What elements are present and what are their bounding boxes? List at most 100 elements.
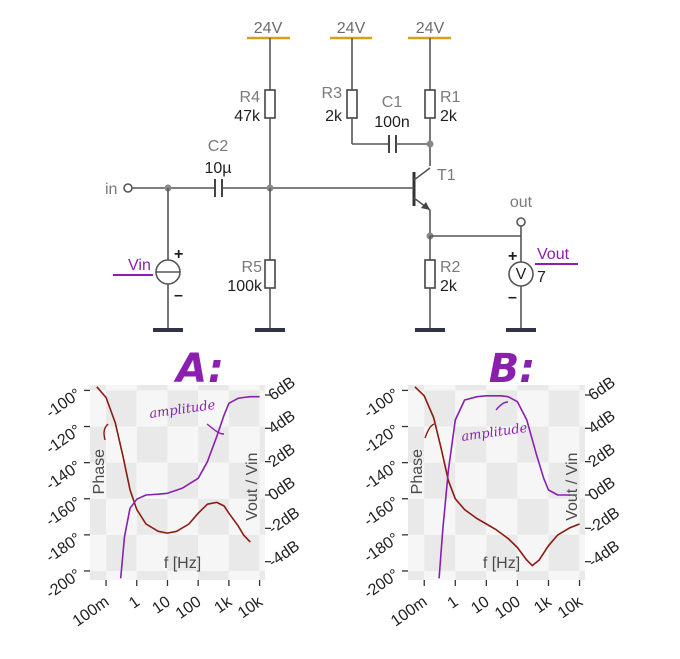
grid-cell — [90, 426, 107, 463]
capacitor-c1: C1 100n — [374, 94, 430, 153]
grid-cell — [259, 498, 265, 535]
x-tick-label: 10k — [235, 593, 267, 622]
grid-cell — [259, 385, 265, 391]
grid-cell — [548, 385, 580, 391]
output-port-label: out — [510, 194, 533, 211]
grid-cell — [198, 462, 229, 499]
grid-cell — [136, 426, 168, 463]
grid-cell — [486, 385, 518, 391]
source-plus: + — [174, 246, 183, 263]
grid-cell — [106, 390, 137, 427]
grid-cell — [90, 570, 107, 580]
grid-cell — [228, 570, 260, 580]
grid-cell — [259, 534, 265, 571]
x-tick-label: 1k — [531, 593, 555, 617]
grid-cell — [90, 534, 107, 571]
grid-cell — [408, 462, 425, 499]
bode-chart-b: B:-100°-120°-140°-160°-180°-200°6dB4dB2d… — [361, 346, 623, 630]
x-axis-label: f [Hz] — [164, 555, 201, 572]
grid-cell — [455, 426, 487, 463]
grid-cell — [167, 570, 199, 580]
output-terminal — [516, 217, 526, 227]
annotation-arrow — [103, 423, 109, 441]
grid-cell — [424, 462, 456, 499]
grid-cell — [579, 534, 585, 571]
grid-cell — [408, 390, 425, 427]
meter-vout-value: 7 — [537, 269, 546, 286]
grid-cell — [228, 390, 260, 427]
input-network: in C2 10µ — [105, 138, 414, 198]
y-right-tick-label: 2dB — [266, 441, 299, 471]
grid-cell — [486, 462, 518, 499]
grid-cell — [106, 462, 137, 499]
resistor-r2-name: R2 — [440, 259, 461, 276]
grid-cell — [548, 570, 580, 580]
rail-label: 24V — [254, 20, 283, 37]
grid-cell — [259, 390, 265, 427]
grid-cell — [517, 390, 549, 427]
meter-vout-label: Vout — [537, 246, 570, 263]
grid-cell — [228, 462, 260, 499]
output-network: R2 2k out V + – Vout 7 — [415, 194, 578, 332]
grid-cell — [90, 390, 107, 427]
y-right-tick-label: -4dB — [586, 538, 623, 571]
grid-cell — [517, 462, 549, 499]
rail-r4: 24V — [247, 20, 290, 90]
y-left-tick-label: -200° — [43, 566, 84, 602]
schematic: 24V 24V 24V R4 47k R3 2k — [105, 20, 578, 332]
phase-axis-label: Phase — [409, 449, 426, 494]
grid-cell — [579, 426, 585, 463]
annotation-arrow — [495, 401, 509, 411]
x-axis-label: f [Hz] — [483, 555, 520, 572]
grid-cell — [455, 534, 487, 571]
grid-cell — [259, 426, 265, 463]
grid-cell — [486, 534, 518, 571]
y-right-tick-label: 0dB — [586, 474, 619, 504]
grid-cell — [198, 498, 229, 535]
grid-cell — [486, 570, 518, 580]
y-right-tick-label: 0dB — [266, 474, 299, 504]
resistor-r1-name: R1 — [440, 89, 461, 106]
x-tick-label: 100 — [492, 593, 524, 622]
resistor-r4-name: R4 — [240, 89, 261, 106]
y-right-tick-label: -2dB — [266, 504, 303, 537]
x-tick-label: 10k — [555, 593, 587, 622]
x-tick-label: 100m — [70, 593, 113, 630]
grid-cell — [228, 534, 260, 571]
input-port-label: in — [105, 181, 117, 198]
annotation-arrow — [424, 423, 435, 439]
grid-cell — [167, 390, 199, 427]
source-minus: – — [174, 287, 183, 304]
resistor-r5: R5 100k — [227, 188, 285, 332]
transistor-t1: T1 — [412, 167, 456, 236]
grid-cell — [136, 385, 168, 391]
grid-cell — [455, 570, 487, 580]
annotation-arrow — [206, 423, 225, 435]
grid-cell — [167, 385, 199, 391]
resistor-r2 — [424, 259, 436, 289]
grid-cell — [548, 426, 580, 463]
amplitude-axis-label: Vout / Vin — [564, 453, 581, 521]
resistor-r3-value: 2k — [325, 108, 343, 125]
grid-cell — [424, 498, 456, 535]
resistor-r5-name: R5 — [242, 259, 263, 276]
y-left-tick-label: -160° — [361, 494, 402, 530]
grid-cell — [259, 462, 265, 499]
phase-line — [414, 386, 580, 567]
y-left-tick-label: -100° — [361, 386, 402, 422]
grid-cell — [90, 498, 107, 535]
resistor-r1-value: 2k — [440, 108, 458, 125]
y-left-tick-label: -200° — [361, 566, 402, 602]
grid-cell — [136, 534, 168, 571]
y-left-tick-label: -120° — [43, 422, 84, 458]
amplitude-line — [438, 395, 571, 579]
grid-cell — [579, 462, 585, 499]
capacitor-c2-value: 10µ — [204, 160, 231, 177]
y-left-tick-label: -140° — [43, 458, 84, 494]
grid-cell — [424, 385, 456, 391]
grid-cell — [136, 570, 168, 580]
x-tick-label: 100m — [388, 593, 431, 630]
grid-cell — [548, 498, 580, 535]
grid-cell — [579, 385, 585, 391]
capacitor-c1-value: 100n — [374, 114, 410, 131]
